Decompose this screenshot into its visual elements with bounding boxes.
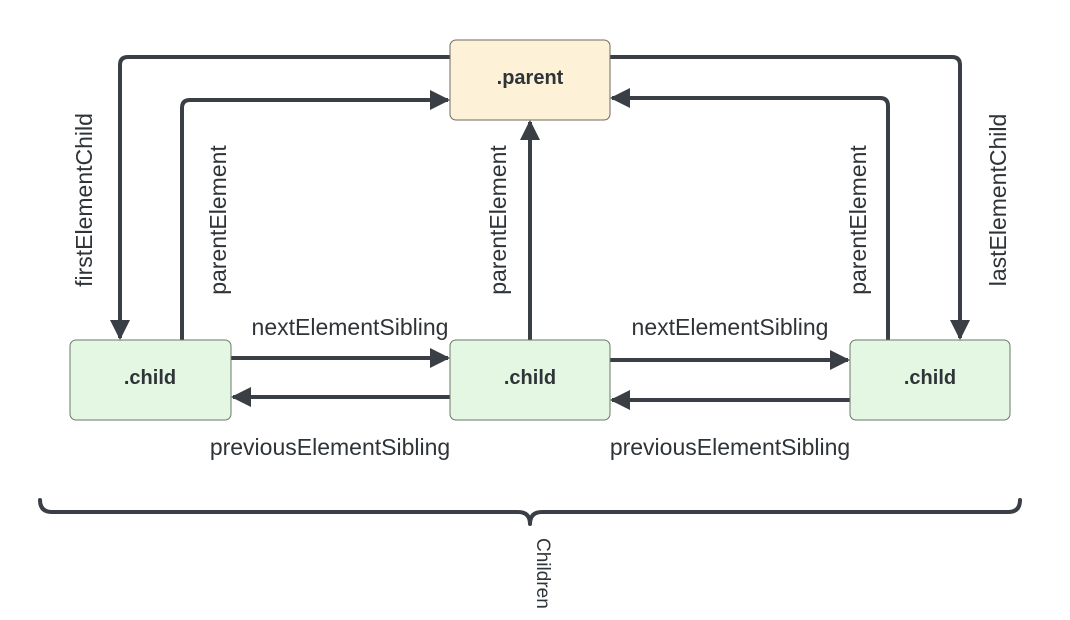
child-node-middle-label: .child <box>504 367 556 389</box>
first-element-child-arrow <box>110 55 450 340</box>
child-node-left-label: .child <box>124 367 176 389</box>
parent-element-left-label: parentElement <box>205 145 231 295</box>
previous-sibling-left-label: previousElementSibling <box>210 434 450 460</box>
next-sibling-right-label: nextElementSibling <box>632 314 829 340</box>
next-sibling-left-label: nextElementSibling <box>252 314 449 340</box>
parent-element-left-arrow <box>180 90 450 340</box>
children-group-label: Children <box>532 538 553 609</box>
edges <box>110 55 970 410</box>
last-element-child-label: lastElementChild <box>985 114 1011 287</box>
parent-element-right-arrow <box>610 88 890 340</box>
child-node-right: .child <box>849 339 1011 421</box>
first-element-child-label: firstElementChild <box>71 113 97 287</box>
parent-node: .parent <box>449 39 611 121</box>
parent-node-label: .parent <box>497 67 564 89</box>
parent-element-right-label: parentElement <box>845 145 871 295</box>
child-node-middle: .child <box>449 339 611 421</box>
parent-element-middle-label: parentElement <box>485 145 511 295</box>
child-node-right-label: .child <box>904 367 956 389</box>
children-brace <box>38 498 1022 526</box>
last-element-child-arrow <box>610 55 970 340</box>
previous-sibling-right-label: previousElementSibling <box>610 434 850 460</box>
child-node-left: .child <box>69 339 232 421</box>
